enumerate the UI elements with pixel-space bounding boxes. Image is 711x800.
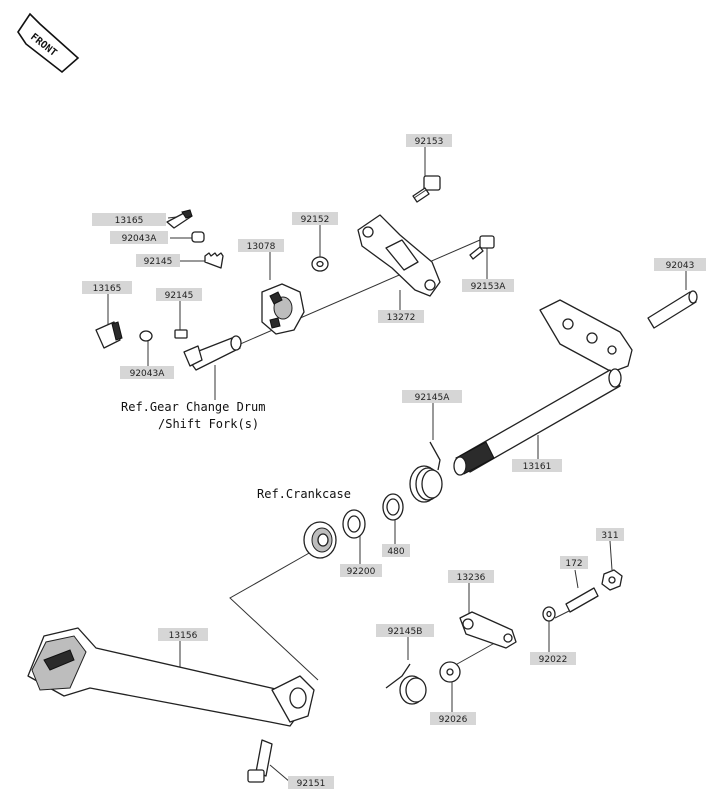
svg-text:92151: 92151 — [297, 779, 326, 789]
ref-gear-change-line2: /Shift Fork(s) — [158, 417, 259, 431]
washer-92200 — [342, 509, 366, 539]
bearing — [303, 521, 337, 559]
bolt-92151 — [247, 739, 273, 783]
svg-text:92145: 92145 — [144, 257, 173, 267]
label-92022: 92022 — [530, 652, 576, 665]
label-311: 311 — [596, 528, 624, 541]
svg-text:13165: 13165 — [93, 284, 122, 294]
label-92151: 92151 — [288, 776, 334, 789]
label-13161: 13161 — [512, 459, 562, 472]
svg-text:92043: 92043 — [666, 261, 695, 271]
svg-text:311: 311 — [601, 531, 618, 541]
svg-text:13165: 13165 — [115, 216, 144, 226]
label-92145B: 92145B — [376, 624, 434, 637]
label-13272: 13272 — [378, 310, 424, 323]
svg-text:92043A: 92043A — [130, 369, 166, 379]
label-92043A-top: 92043A — [110, 231, 168, 244]
label-92026: 92026 — [430, 712, 476, 725]
ref-crankcase: Ref.Crankcase — [257, 487, 351, 501]
label-13165-top: 13165 — [92, 213, 166, 226]
leader-lines — [107, 145, 687, 783]
svg-text:92145: 92145 — [165, 291, 194, 301]
svg-text:92200: 92200 — [347, 567, 376, 577]
bolt-92153 — [412, 175, 441, 203]
label-92145-mid: 92145 — [156, 288, 202, 301]
pin-92043A-top — [191, 231, 205, 243]
label-92043A-mid: 92043A — [120, 366, 174, 379]
ref-gear-change-line1: Ref.Gear Change Drum — [121, 400, 266, 414]
label-13165-mid: 13165 — [82, 281, 132, 294]
label-480: 480 — [382, 544, 410, 557]
svg-text:13156: 13156 — [169, 631, 198, 641]
spring-92145-top — [204, 252, 224, 269]
plate-13272 — [357, 214, 441, 297]
washer-92022 — [542, 606, 556, 622]
spring-172 — [565, 587, 599, 613]
label-92153A: 92153A — [462, 279, 514, 292]
svg-text:92145A: 92145A — [415, 393, 451, 403]
svg-text:92153: 92153 — [415, 137, 444, 147]
pin-92043 — [647, 290, 698, 329]
label-92152: 92152 — [292, 212, 338, 225]
pin-92043A-mid — [139, 330, 153, 342]
label-13156: 13156 — [158, 628, 208, 641]
svg-text:92022: 92022 — [539, 655, 568, 665]
shift-mechanism-13078 — [261, 283, 305, 335]
label-92145-top: 92145 — [136, 254, 180, 267]
spring-92145B — [385, 663, 427, 705]
svg-text:13236: 13236 — [457, 573, 486, 583]
shaft-stub — [183, 335, 242, 400]
svg-text:92153A: 92153A — [471, 282, 507, 292]
svg-text:13272: 13272 — [387, 313, 416, 323]
nut-311 — [601, 569, 623, 591]
label-92145A: 92145A — [402, 390, 462, 403]
svg-text:92043A: 92043A — [122, 234, 158, 244]
svg-text:92026: 92026 — [439, 715, 468, 725]
svg-text:172: 172 — [565, 559, 582, 569]
svg-text:480: 480 — [387, 547, 404, 557]
label-13236: 13236 — [448, 570, 494, 583]
label-172: 172 — [560, 556, 588, 569]
svg-text:13078: 13078 — [247, 242, 276, 252]
label-13078: 13078 — [238, 239, 284, 252]
svg-text:92145B: 92145B — [388, 627, 423, 637]
svg-text:92152: 92152 — [301, 215, 330, 225]
bolt-92153A — [469, 235, 495, 260]
label-92153: 92153 — [406, 134, 452, 147]
seal-480 — [382, 493, 404, 521]
svg-text:13161: 13161 — [523, 462, 552, 472]
pawl-13165-mid — [95, 321, 123, 349]
spring-92145A — [409, 441, 443, 503]
spring-92145-mid — [174, 329, 188, 339]
pawl-13165-top — [166, 209, 193, 229]
washer-92026 — [439, 661, 461, 683]
front-arrow-icon: FRONT — [17, 12, 80, 74]
label-92043: 92043 — [654, 258, 706, 271]
lever-13236 — [459, 611, 517, 649]
shift-shaft-13161 — [453, 299, 633, 476]
shift-pedal-13156 — [27, 627, 315, 727]
washer-92152 — [311, 256, 329, 272]
label-92200: 92200 — [340, 564, 382, 577]
